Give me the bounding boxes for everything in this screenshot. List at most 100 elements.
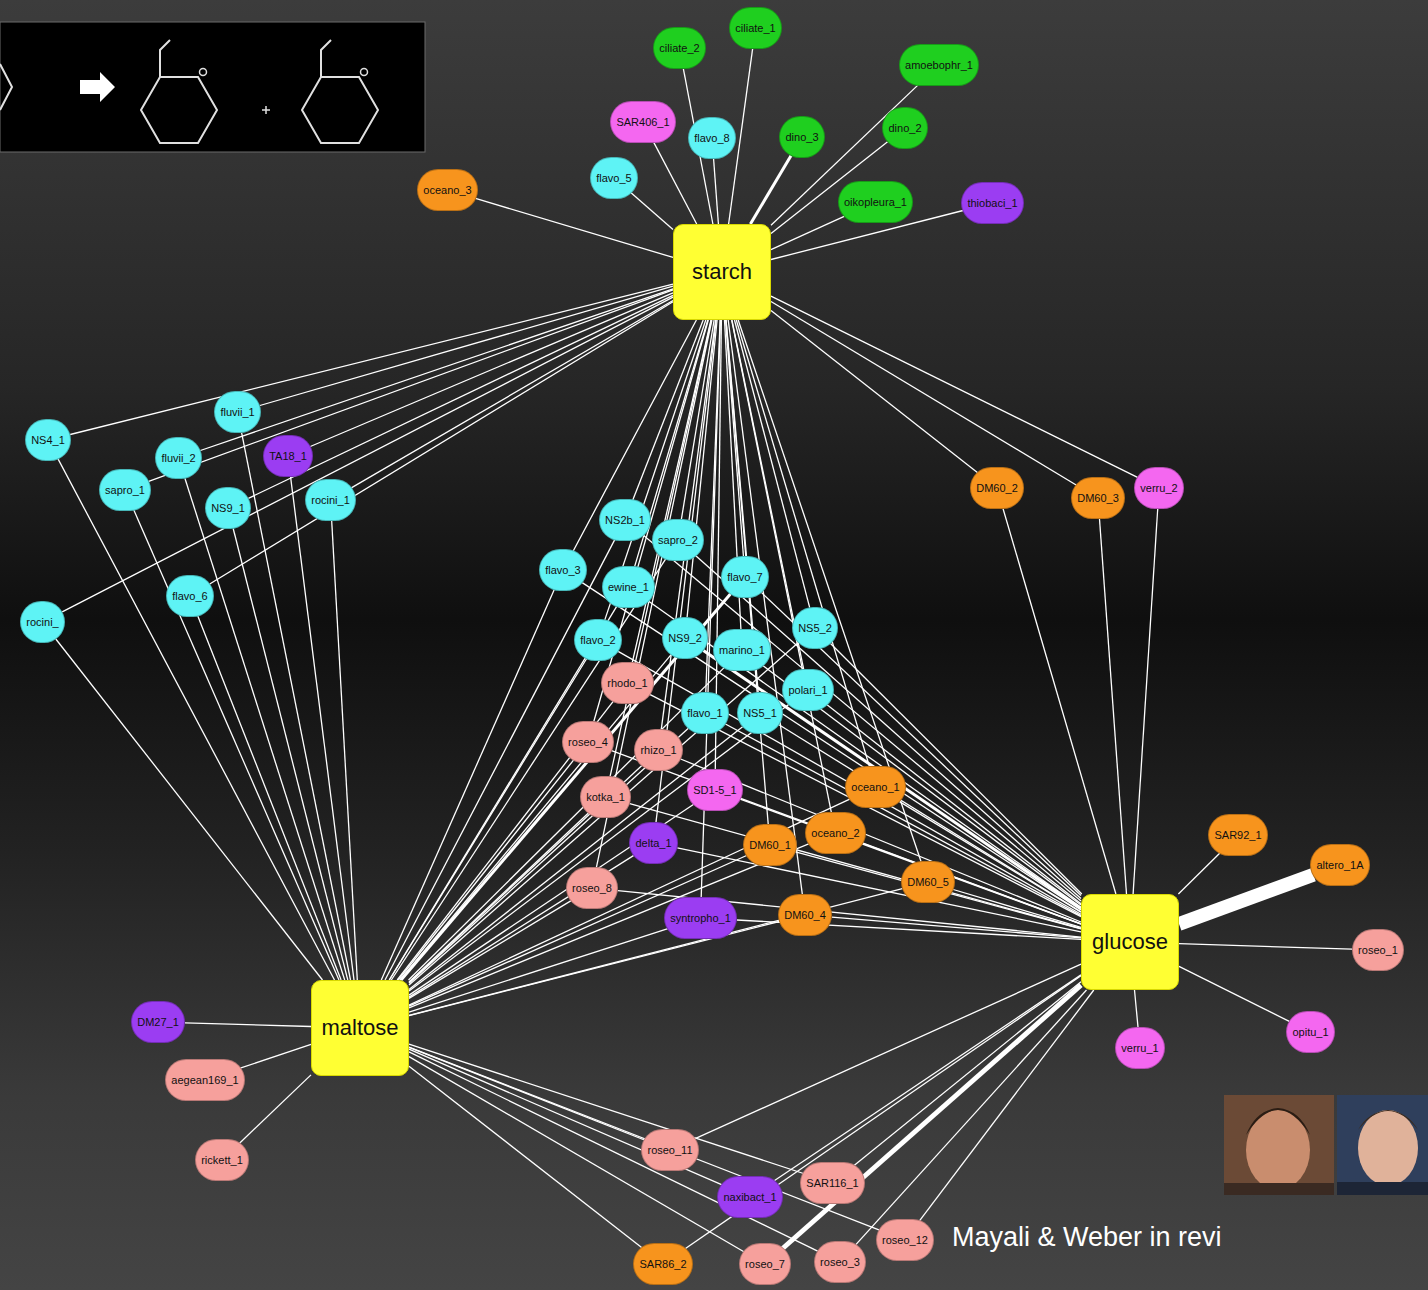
taxon-name: flavo_6 <box>172 590 207 602</box>
edge-line <box>409 889 902 1016</box>
edge-line <box>391 559 666 980</box>
taxon-name: NS5_2 <box>798 622 832 634</box>
edge-line <box>239 1075 311 1144</box>
edge-line <box>409 727 743 990</box>
edge-line <box>185 478 345 980</box>
edge-line <box>728 320 802 894</box>
taxon-name: ewine_1 <box>608 581 649 593</box>
taxon-name: opitu_1 <box>1292 1026 1328 1038</box>
taxon-node: NS9_2 <box>662 617 708 659</box>
edge-line <box>771 302 1077 486</box>
edge-line <box>684 976 1081 1250</box>
taxon-node: dino_3 <box>779 116 825 158</box>
taxon-node: roseo_7 <box>739 1243 791 1285</box>
taxon-node: DM60_2 <box>970 467 1024 509</box>
taxon-name: DM60_5 <box>907 876 949 888</box>
edge-line <box>681 759 1081 922</box>
edge-line <box>351 301 673 488</box>
taxon-node: aegean169_1 <box>165 1059 245 1101</box>
edge-line <box>771 311 978 474</box>
taxon-node: ewine_1 <box>602 566 655 608</box>
taxon-name: NS5_1 <box>743 707 777 719</box>
taxon-node: flavo_5 <box>590 157 638 199</box>
edge-line <box>385 539 615 980</box>
edge-line <box>1133 509 1158 894</box>
taxon-node: delta_1 <box>629 822 678 864</box>
edge-line <box>779 725 1081 912</box>
edge-line <box>594 320 709 722</box>
taxon-name: naxibact_1 <box>723 1191 776 1203</box>
taxon-name: SAR406_1 <box>616 116 669 128</box>
edge-line <box>696 556 1082 899</box>
edge-line <box>827 705 1081 904</box>
author-photo <box>1337 1095 1428 1195</box>
taxon-node: TA18_1 <box>263 435 313 477</box>
substrate-box: maltose <box>311 980 409 1076</box>
edge-line <box>310 293 673 447</box>
taxon-name: NS2b_1 <box>605 514 645 526</box>
taxon-name: syntropho_1 <box>670 912 731 924</box>
taxon-node: syntropho_1 <box>664 897 737 939</box>
edge-line <box>1178 852 1220 894</box>
taxon-name: amoebophr_1 <box>905 59 973 71</box>
edge-line <box>831 644 1082 895</box>
edge-line <box>239 1044 311 1068</box>
edge-line <box>1179 875 1313 924</box>
substrate-box: starch <box>673 224 771 320</box>
taxon-node: oikopleura_1 <box>838 181 913 223</box>
edge-line <box>643 535 1081 901</box>
taxon-name: fluvii_2 <box>161 452 195 464</box>
edge-line <box>397 701 613 980</box>
edge-line <box>862 843 1081 924</box>
taxon-name: roseo_8 <box>572 882 612 894</box>
taxon-node: SAR116_1 <box>800 1162 865 1204</box>
edge-line <box>654 142 697 224</box>
edge-line <box>582 583 1081 910</box>
taxon-name: NS9_2 <box>668 632 702 644</box>
taxon-name: flavo_5 <box>596 172 631 184</box>
taxon-name: NS4_1 <box>31 434 65 446</box>
edge-line <box>714 159 719 224</box>
taxon-node: SAR406_1 <box>610 101 676 143</box>
edge-line <box>1003 509 1116 895</box>
edge-line <box>1100 519 1127 894</box>
taxon-node: amoebophr_1 <box>899 44 979 86</box>
taxon-name: roseo_1 <box>1358 944 1398 956</box>
taxon-name: oikopleura_1 <box>844 196 907 208</box>
taxon-name: roseo_4 <box>568 736 608 748</box>
edge-line <box>953 890 1081 928</box>
edge-line <box>738 320 921 862</box>
edge-line <box>898 801 1081 912</box>
taxon-name: flavo_2 <box>580 634 615 646</box>
taxon-name: delta_1 <box>635 837 671 849</box>
edge-line <box>832 917 1081 938</box>
taxon-name: dino_3 <box>785 131 818 143</box>
edge-line <box>409 856 747 1007</box>
taxon-name: aegean169_1 <box>171 1074 238 1086</box>
substrate-name: starch <box>692 259 752 285</box>
edge-line <box>476 198 674 257</box>
taxon-name: SAR116_1 <box>806 1177 858 1189</box>
edge-line <box>409 1047 880 1230</box>
taxon-node: verru_1 <box>1115 1027 1165 1069</box>
taxon-name: SAR86_2 <box>639 1258 686 1270</box>
edge-line <box>573 320 696 551</box>
edge-line <box>260 286 673 405</box>
taxon-node: opitu_1 <box>1286 1011 1335 1053</box>
edge-line <box>409 728 688 983</box>
taxon-node: fluvii_2 <box>155 437 202 479</box>
taxon-node: flavo_8 <box>688 117 736 159</box>
taxon-name: flavo_3 <box>545 564 580 576</box>
taxon-node: kotka_1 <box>580 776 631 818</box>
edge-line <box>134 510 339 980</box>
edge-line <box>771 83 920 225</box>
edge-line <box>70 284 673 434</box>
edge-line <box>409 901 571 999</box>
taxon-node: polari_1 <box>782 669 834 711</box>
taxon-node: sapro_1 <box>99 469 151 511</box>
edge-line <box>409 1052 818 1251</box>
edge-line <box>409 1049 723 1185</box>
taxon-name: polari_1 <box>788 684 827 696</box>
taxon-node: thiobaci_1 <box>961 182 1024 224</box>
